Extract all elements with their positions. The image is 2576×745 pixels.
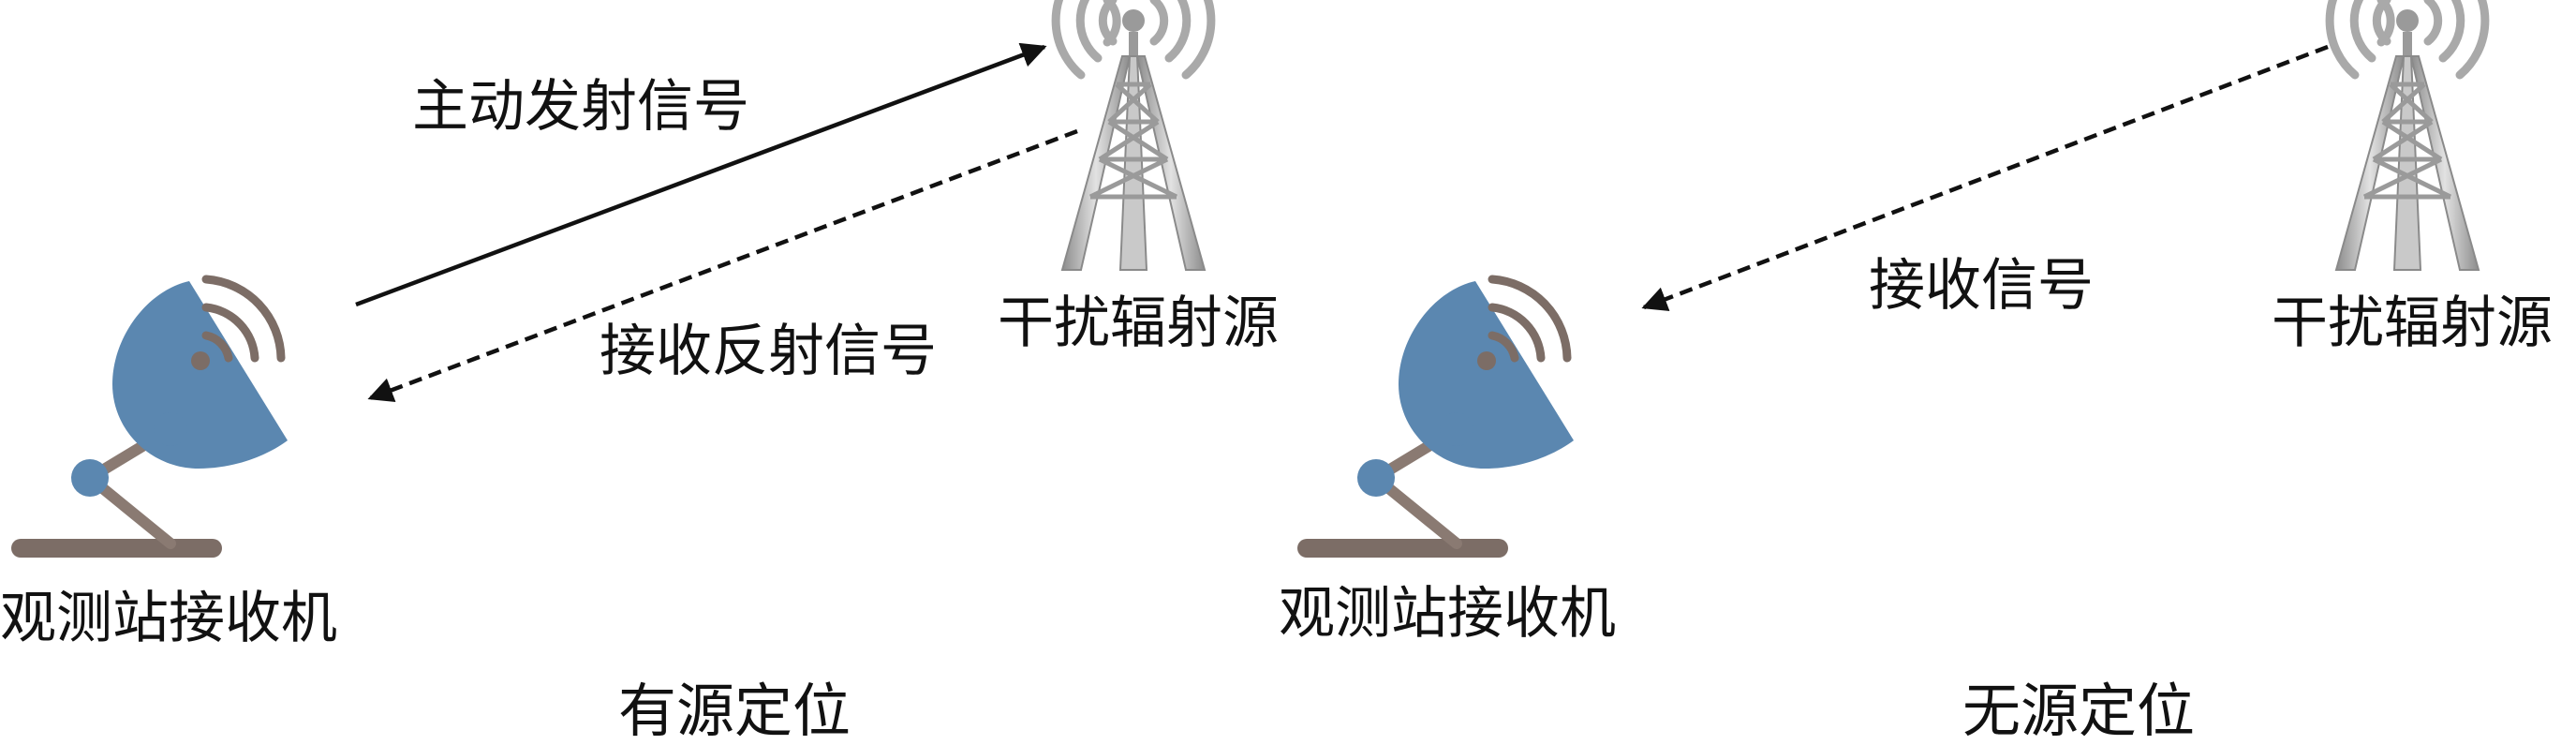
tower-label: 干扰辐射源 bbox=[2272, 291, 2553, 356]
receive-arrow bbox=[1641, 44, 2329, 311]
satellite-dish-icon bbox=[11, 279, 288, 558]
reflect-arrow bbox=[367, 128, 1078, 403]
passive-positioning-caption: 无源定位 bbox=[1962, 677, 2196, 745]
satellite-dish-icon bbox=[1297, 279, 1574, 558]
receiver-label: 观测站接收机 bbox=[0, 586, 337, 651]
transmit-arrow bbox=[355, 42, 1047, 307]
active-positioning-caption: 有源定位 bbox=[618, 677, 851, 745]
radio-tower-icon bbox=[2330, 0, 2485, 270]
transmit-signal-label: 主动发射信号 bbox=[412, 74, 749, 140]
reflect-signal-label: 接收反射信号 bbox=[600, 319, 937, 384]
radio-tower-icon bbox=[1056, 0, 1211, 270]
tower-label: 干扰辐射源 bbox=[998, 291, 1279, 356]
receive-signal-label: 接收信号 bbox=[1869, 253, 2094, 319]
receiver-label: 观测站接收机 bbox=[1279, 581, 1616, 647]
